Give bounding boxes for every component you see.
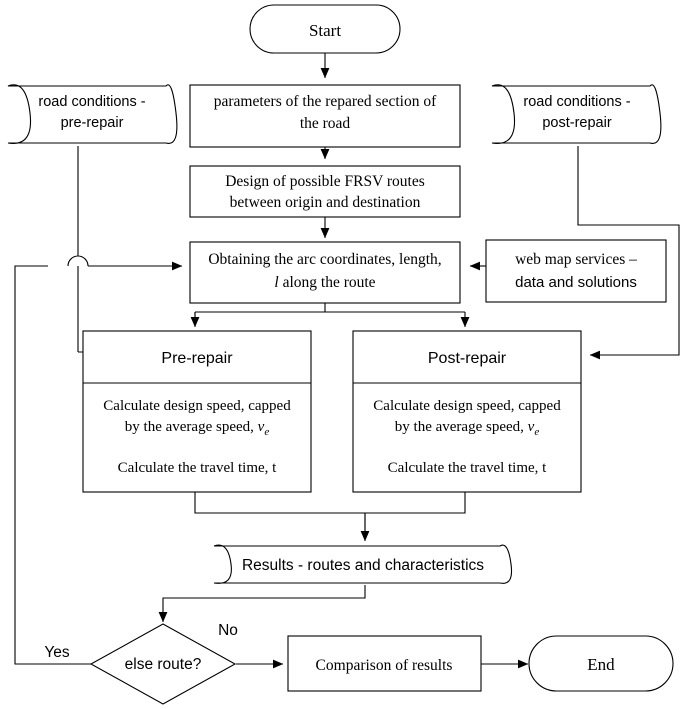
node-start[interactable]: Start bbox=[249, 4, 401, 54]
node-flag-pre-repair[interactable]: road conditions - pre-repair bbox=[7, 84, 178, 144]
webmap-shape bbox=[485, 239, 667, 303]
flag-pre-line2: pre-repair bbox=[61, 115, 124, 131]
obtaining-line2: l along the route bbox=[274, 274, 375, 291]
post-repair-body-line3: Calculate the travel time, t bbox=[388, 460, 548, 476]
post-repair-var-sub-e: e bbox=[534, 426, 539, 438]
node-obtaining-arc[interactable]: Obtaining the arc coordinates, length, l… bbox=[189, 241, 461, 304]
results-label: Results - routes and characteristics bbox=[242, 557, 484, 574]
edge-yes-feedback bbox=[14, 265, 93, 665]
parameters-line2: the road bbox=[300, 115, 351, 132]
node-post-repair[interactable]: Post-repair Calculate design speed, capp… bbox=[352, 330, 582, 493]
post-repair-var-v: v bbox=[528, 419, 535, 435]
comparison-shape bbox=[287, 635, 482, 692]
flag-pre-shape bbox=[7, 84, 178, 144]
pre-repair-body-line1: Calculate design speed, capped bbox=[103, 398, 291, 414]
obtaining-line1: Obtaining the arc coordinates, length, bbox=[208, 251, 441, 268]
design-line1: Design of possible FRSV routes bbox=[225, 173, 425, 190]
post-repair-body-line2: by the average speed, ve bbox=[395, 419, 540, 438]
edge-label-yes: Yes bbox=[44, 644, 70, 661]
edge-obtaining-split bbox=[194, 303, 465, 325]
obtaining-line2-rest: along the route bbox=[279, 274, 376, 291]
parameters-shape bbox=[189, 84, 461, 148]
node-results[interactable]: Results - routes and characteristics bbox=[213, 544, 513, 584]
edge-label-no: No bbox=[218, 622, 238, 639]
decision-label: else route? bbox=[125, 656, 202, 673]
pre-repair-body-line2-pre: by the average speed, bbox=[125, 419, 258, 435]
obtaining-shape bbox=[189, 241, 461, 304]
results-shape bbox=[213, 544, 513, 584]
edge-results-to-decision bbox=[158, 585, 366, 623]
decision-shape bbox=[89, 623, 237, 705]
end-label: End bbox=[587, 655, 615, 674]
node-flag-post-repair[interactable]: road conditions - post-repair bbox=[491, 84, 662, 144]
post-repair-body-line1: Calculate design speed, capped bbox=[373, 398, 561, 414]
end-shape bbox=[528, 635, 674, 692]
pre-repair-shape bbox=[82, 330, 312, 493]
edge-flagpost-route bbox=[577, 146, 680, 360]
pre-repair-var-sub-e: e bbox=[264, 426, 269, 438]
node-decision-else-route[interactable]: else route? bbox=[89, 623, 237, 705]
line-hop bbox=[67, 255, 89, 267]
design-line2: between origin and destination bbox=[230, 194, 421, 211]
comparison-label: Comparison of results bbox=[316, 657, 453, 674]
pre-repair-body-line3: Calculate the travel time, t bbox=[118, 460, 278, 476]
edge-merge-repairs bbox=[194, 492, 466, 536]
connectors bbox=[14, 53, 680, 669]
design-shape bbox=[189, 165, 461, 218]
start-shape bbox=[249, 4, 401, 54]
obtaining-var-l: l bbox=[274, 274, 278, 291]
node-end[interactable]: End bbox=[528, 635, 674, 692]
node-comparison[interactable]: Comparison of results bbox=[287, 635, 482, 692]
webmap-line2: data and solutions bbox=[515, 274, 637, 291]
webmap-line1: web map services – bbox=[515, 251, 637, 268]
post-repair-shape bbox=[352, 330, 582, 493]
parameters-line1: parameters of the repared section of bbox=[214, 93, 437, 110]
pre-repair-var-v: v bbox=[258, 419, 265, 435]
pre-repair-body-line2: by the average speed, ve bbox=[125, 419, 270, 438]
flag-post-shape bbox=[491, 84, 662, 144]
start-label: Start bbox=[309, 21, 341, 40]
post-repair-header: Post-repair bbox=[428, 350, 507, 367]
node-pre-repair[interactable]: Pre-repair Calculate design speed, cappe… bbox=[82, 330, 312, 493]
pre-repair-header: Pre-repair bbox=[161, 350, 233, 367]
node-parameters[interactable]: parameters of the repared section of the… bbox=[189, 84, 461, 148]
flag-post-line2: post-repair bbox=[542, 115, 611, 131]
flag-post-line1: road conditions - bbox=[523, 94, 630, 110]
flag-pre-line1: road conditions - bbox=[38, 94, 145, 110]
post-repair-body-line2-pre: by the average speed, bbox=[395, 419, 528, 435]
node-design-routes[interactable]: Design of possible FRSV routes between o… bbox=[189, 165, 461, 218]
node-web-map-services[interactable]: web map services – data and solutions bbox=[485, 239, 667, 303]
